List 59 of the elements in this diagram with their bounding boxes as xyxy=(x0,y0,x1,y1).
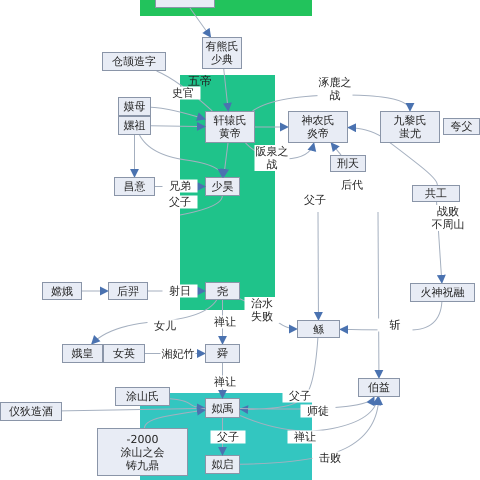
arrow xyxy=(222,68,232,112)
arrow xyxy=(239,338,318,414)
name-box: 尧 xyxy=(205,282,240,300)
name-box: 女英 xyxy=(103,344,145,363)
arrow xyxy=(139,134,226,178)
name-box: 舜 xyxy=(205,344,240,363)
name-box: 刑天 xyxy=(330,155,366,172)
name-box: 神农氏炎帝 xyxy=(288,111,348,143)
edge-label: 湘妃竹 xyxy=(160,348,196,360)
name-box: 仪狄造酒 xyxy=(0,402,62,421)
name-box: 火神祝融 xyxy=(410,283,475,302)
edge-label: 师徒 xyxy=(300,404,336,418)
edge-label: 兄弟 xyxy=(162,180,198,192)
event-box xyxy=(97,428,188,476)
edge-label: 阪泉之战 xyxy=(254,145,290,171)
node-text: 铸九鼎 xyxy=(126,458,159,472)
name-box: 后羿 xyxy=(108,282,148,300)
connector-line xyxy=(62,408,206,412)
name-box: 姒禹 xyxy=(205,398,240,418)
name-box: 九黎氏蚩尤 xyxy=(380,111,440,143)
name-box: 共工 xyxy=(412,185,460,202)
arrow xyxy=(330,142,342,156)
name-box: 嫫母 xyxy=(118,97,151,116)
connector-line xyxy=(180,196,223,216)
edge-label: 战败不周山 xyxy=(430,205,466,231)
arrow xyxy=(150,106,206,121)
node-text: 涂山之会 xyxy=(120,446,164,458)
arrow xyxy=(144,406,206,428)
name-box: 少昊 xyxy=(205,177,240,196)
arrow xyxy=(254,122,289,132)
arrow xyxy=(240,396,381,432)
group-band xyxy=(140,0,312,16)
arrow xyxy=(347,123,438,186)
name-box: 轩辕氏黄帝 xyxy=(205,111,255,143)
name-box: 涂山氏 xyxy=(115,387,170,406)
edge-label: 射日 xyxy=(162,284,198,298)
name-box: 有熊氏少典 xyxy=(202,37,242,69)
arrow xyxy=(314,212,323,321)
name-box: 鲧 xyxy=(297,320,340,338)
edge-label: 禅让 xyxy=(288,430,322,444)
arrow xyxy=(189,8,212,38)
node-text: -2000 xyxy=(126,432,158,446)
arrow xyxy=(130,134,139,178)
name-box: 仓颉造字 xyxy=(102,52,166,71)
edge-label: 涿鹿之战 xyxy=(318,76,352,102)
arrow xyxy=(150,122,206,131)
name-box: 嫘祖 xyxy=(118,116,151,135)
name-box: 伯益 xyxy=(358,378,400,397)
name-box: 夸父 xyxy=(443,118,480,135)
arrow xyxy=(220,142,230,178)
arrow xyxy=(82,286,109,296)
name-box: 姒启 xyxy=(205,455,240,474)
edge-label: 父子 xyxy=(210,430,246,444)
name-box: 昌意 xyxy=(114,177,155,196)
edge-label: 斩 xyxy=(378,318,412,332)
edge-label: 治水失败 xyxy=(244,297,280,323)
name-box: 娥皇 xyxy=(62,344,103,363)
arrow xyxy=(374,212,384,379)
name-box: 嫦娥 xyxy=(42,282,82,300)
